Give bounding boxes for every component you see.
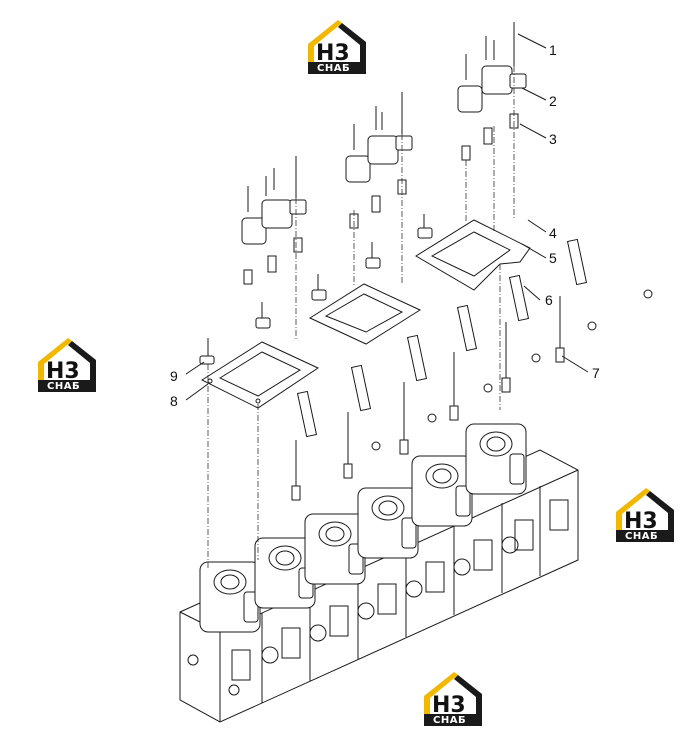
callout-8: 8 xyxy=(170,393,178,409)
watermark-main-text: H3 xyxy=(432,693,466,718)
watermark-logo-bottom: H3 СНАБ xyxy=(424,672,482,726)
callout-4: 4 xyxy=(549,225,557,241)
clamp-bolts xyxy=(199,214,433,365)
gasket-plate-middle xyxy=(308,283,422,345)
head-ports xyxy=(187,499,569,696)
gasket-plates xyxy=(200,219,531,409)
callout-2: 2 xyxy=(549,93,557,109)
callout-7: 7 xyxy=(592,365,600,381)
watermark-sub-text: СНАБ xyxy=(625,531,658,542)
gasket-plate-rear xyxy=(415,219,531,291)
center-lines xyxy=(207,66,515,570)
gasket-plate-front xyxy=(200,341,320,409)
cylinder-head-assembly xyxy=(179,423,579,723)
injector-pipes xyxy=(291,238,653,501)
callout-labels: 1 2 3 4 5 6 7 8 9 xyxy=(170,42,600,409)
watermark-main-text: H3 xyxy=(46,359,80,384)
rocker-assembly-rear xyxy=(457,22,527,161)
injector-housings xyxy=(199,423,527,633)
callout-1: 1 xyxy=(549,42,557,58)
callout-3: 3 xyxy=(549,131,557,147)
watermark-sub-text: СНАБ xyxy=(433,715,466,726)
callout-9: 9 xyxy=(170,368,178,384)
watermark-sub-text: СНАБ xyxy=(47,381,80,392)
watermark-main-text: H3 xyxy=(316,41,350,66)
watermark-main-text: H3 xyxy=(624,509,658,534)
callout-5: 5 xyxy=(549,250,557,266)
rocker-assembly-front xyxy=(241,156,307,285)
watermark-sub-text: СНАБ xyxy=(317,63,350,74)
watermark-logo-right: H3 СНАБ xyxy=(616,488,674,542)
watermark-logo-top: H3 СНАБ xyxy=(308,20,366,74)
leader-lines xyxy=(185,33,589,401)
watermark-logo-left: H3 СНАБ xyxy=(38,338,96,392)
callout-6: 6 xyxy=(545,292,553,308)
rocker-assemblies xyxy=(199,22,527,365)
